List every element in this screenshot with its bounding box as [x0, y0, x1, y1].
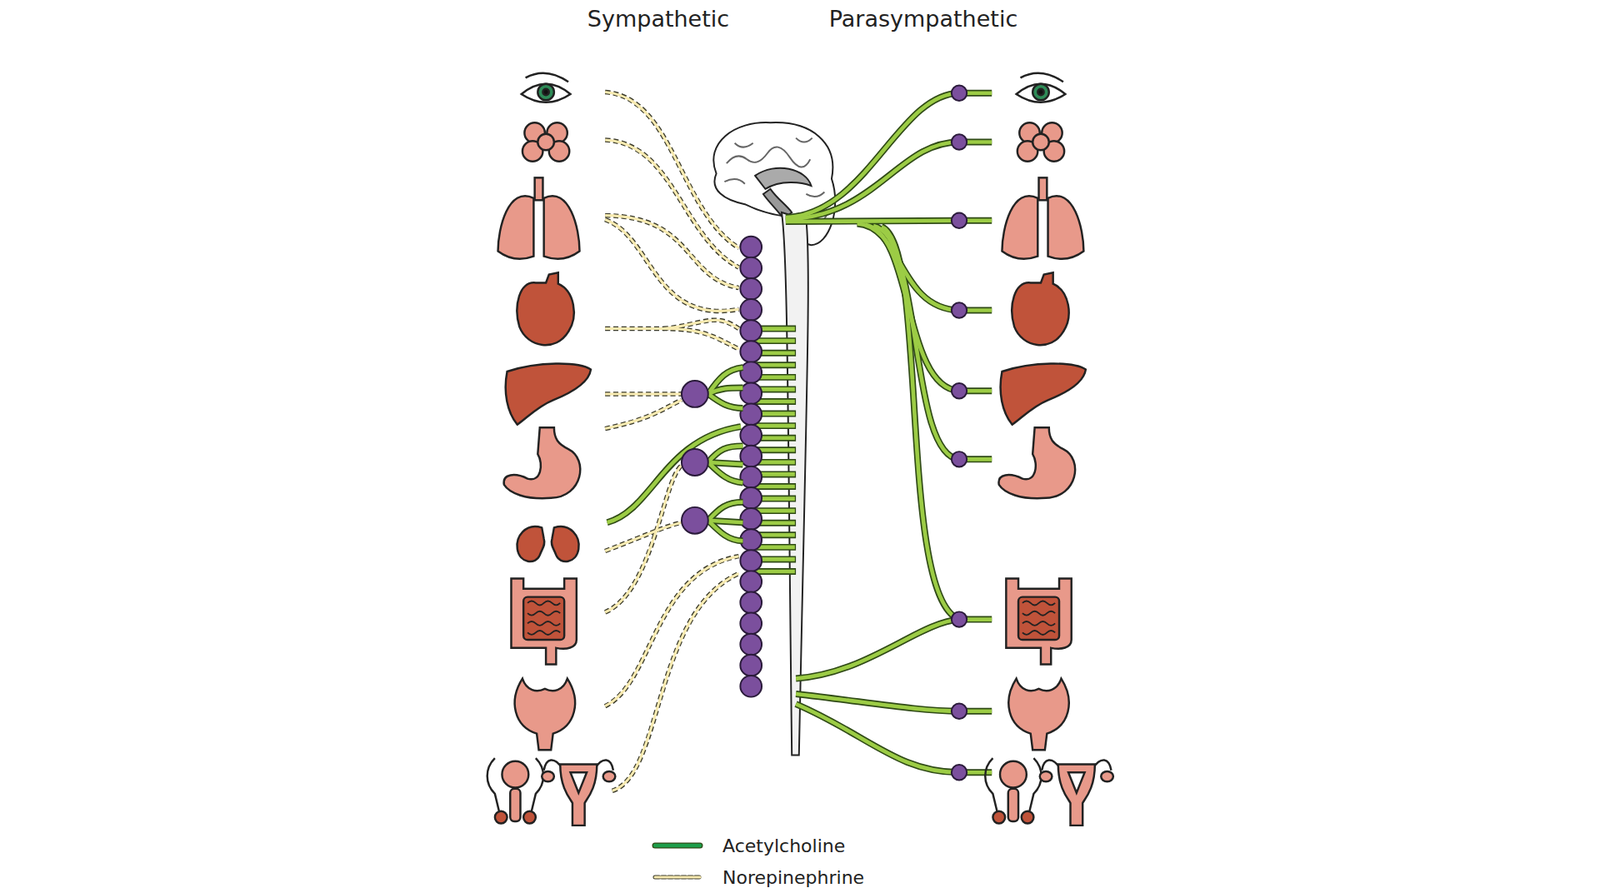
norepinephrine-fibres [605, 91, 739, 791]
legend-text: Norepinephrine [722, 867, 865, 889]
column-heading: Parasympathetic [829, 5, 1019, 32]
ganglia [681, 85, 967, 781]
column-heading: Sympathetic [587, 5, 730, 32]
legend-swatch [651, 839, 704, 853]
sympathetic-chain [740, 236, 796, 698]
acetylcholine-fibres [607, 93, 993, 774]
organs [487, 73, 1114, 826]
legend-text: Acetylcholine [722, 835, 845, 857]
legend-swatch [651, 870, 704, 885]
acetylcholine-fibres [607, 93, 993, 774]
norepinephrine-fibres [605, 91, 739, 791]
brain [713, 122, 835, 245]
